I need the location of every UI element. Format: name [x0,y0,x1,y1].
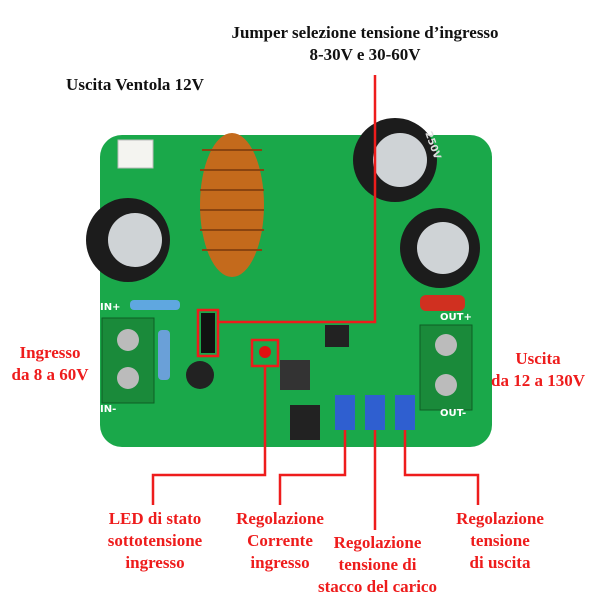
input-label-line2: da 8 a 60V [11,365,89,384]
out-minus-silkscreen: OUT- [440,408,467,419]
vout-adjust-label: Regolazione tensione di uscita [440,508,560,574]
status-led [259,346,271,358]
led-label: LED di stato sottotensione ingresso [75,508,235,574]
jumper-label-line2: 8-30V e 30-60V [309,45,421,64]
fan-output-label: Uscita Ventola 12V [66,75,204,94]
led-label-line3: ingresso [125,553,185,572]
input-label-line1: Ingresso [19,343,81,362]
led-label-line2: sottotensione [107,531,203,550]
in-plus-silkscreen: IN+ [100,302,121,313]
cutoff-label-line1: Regolazione [333,533,422,552]
in-minus-silkscreen: IN- [100,404,117,415]
trimmer-current [335,395,355,430]
current-adjust-label: Regolazione Corrente ingresso [205,508,355,574]
output-label: Uscita da 12 a 130V [476,348,600,392]
output-label-line1: Uscita [515,349,561,368]
cutoff-label-line2: tensione di [338,555,417,574]
jumper-label: Jumper selezione tensione d’ingresso 8-3… [200,22,530,66]
fuse [130,300,180,310]
vout-label-line1: Regolazione [456,509,544,528]
trimmer-vout [395,395,415,430]
led-label-line1: LED di stato [108,509,202,528]
jumper-header [201,313,215,353]
input-label: Ingresso da 8 a 60V [0,342,100,386]
toroid-inductor [200,133,264,277]
jumper-label-line1: Jumper selezione tensione d’ingresso [231,23,499,42]
output-label-line2: da 12 a 130V [491,371,585,390]
cutoff-label-line3: stacco del carico [318,577,437,596]
cutoff-adjust-label: Regolazione tensione di stacco del caric… [305,532,450,598]
current-label-line1: Regolazione [236,509,324,528]
vout-label-line2: tensione [470,531,530,550]
current-label-line2: Corrente [247,531,313,550]
resistor [158,330,170,380]
trimmer-cutoff [365,395,385,430]
current-label-line3: ingresso [250,553,310,572]
vout-label-line3: di uscita [469,553,531,572]
fan-connector [117,139,154,169]
annotation-lines [151,75,480,530]
out-plus-silkscreen: OUT+ [440,312,472,323]
